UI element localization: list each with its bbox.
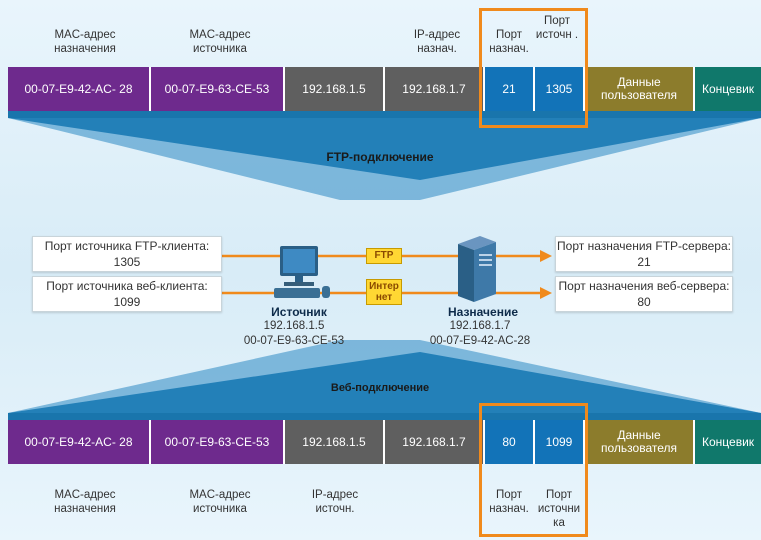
bottom-cell-mac-src: 00-07-E9-63-CE-53	[151, 420, 285, 464]
computer-icon	[274, 246, 330, 298]
web-tag: Интер нет	[366, 279, 402, 305]
top-cell-port-src: 1305	[535, 67, 585, 111]
top-cell-port-dst: 21	[485, 67, 535, 111]
top-cell-data: Данные пользователя	[585, 67, 695, 111]
bottom-cell-mac-dst: 00-07-E9-42-AC- 28	[8, 420, 151, 464]
top-frame: 00-07-E9-42-AC- 28 00-07-E9-63-CE-53 192…	[8, 67, 761, 111]
top-header-ip-dst: IP-адрес назнач.	[413, 29, 461, 55]
source-ip: 192.168.1.5	[263, 320, 325, 332]
bottom-frame-cells: 00-07-E9-42-AC- 28 00-07-E9-63-CE-53 192…	[8, 420, 761, 464]
top-header-port-dst: Порт назнач.	[489, 29, 529, 55]
web-connection-label: Веб-подключение	[330, 382, 430, 394]
top-cell-ip-dst: 192.168.1.7	[385, 67, 485, 111]
ftp-arrowhead	[540, 250, 552, 262]
callout-web-server-port: Порт назначения веб-сервера: 80	[555, 276, 733, 312]
bottom-cell-trailer: Концевик	[695, 420, 761, 464]
top-cell-mac-dst: 00-07-E9-42-AC- 28	[8, 67, 151, 111]
source-name: Источник	[271, 305, 327, 319]
top-cell-mac-src: 00-07-E9-63-CE-53	[151, 67, 285, 111]
top-header-port-src: Порт источн .	[535, 15, 579, 41]
top-cell-ip-src: 192.168.1.5	[285, 67, 385, 111]
top-header-mac-dst: MAC-адрес назначения	[54, 29, 116, 55]
top-port-highlight	[479, 8, 588, 128]
bottom-cell-port-src: 1099	[535, 420, 585, 464]
bottom-cell-ip-src: 192.168.1.5	[285, 420, 385, 464]
bottom-frame: 00-07-E9-42-AC- 28 00-07-E9-63-CE-53 192…	[8, 420, 761, 464]
bottom-footer-ip-src: IP-адрес источн.	[311, 489, 359, 515]
ftp-tag: FTP	[366, 248, 402, 264]
top-header-mac-src: MAC-адрес источника	[189, 29, 251, 55]
top-cell-trailer: Концевик	[695, 67, 761, 111]
destination-ip: 192.168.1.7	[449, 320, 511, 332]
callout-web-client-port: Порт источника веб-клиента: 1099	[32, 276, 222, 312]
bottom-footer-port-src: Порт источни ка	[537, 489, 581, 529]
callout-ftp-server-port: Порт назначения FTP-сервера: 21	[555, 236, 733, 272]
bottom-cell-ip-dst: 192.168.1.7	[385, 420, 485, 464]
bottom-cell-data: Данные пользователя	[585, 420, 695, 464]
callout-ftp-client-port: Порт источника FTP-клиента: 1305	[32, 236, 222, 272]
bottom-footer-mac-src: MAC-адрес источника	[189, 489, 251, 515]
server-icon	[458, 236, 496, 302]
ftp-connection-label: FTP-подключение	[326, 150, 434, 164]
bottom-footer-port-dst: Порт назнач.	[489, 489, 529, 515]
top-wedge-fade	[8, 118, 761, 200]
bottom-wedge-fade	[8, 340, 761, 413]
destination-mac: 00-07-E9-42-AC-28	[429, 335, 531, 347]
destination-name: Назначение	[447, 305, 518, 319]
web-arrowhead	[540, 287, 552, 299]
top-frame-cells: 00-07-E9-42-AC- 28 00-07-E9-63-CE-53 192…	[8, 67, 761, 111]
source-mac: 00-07-E9-63-CE-53	[243, 335, 345, 347]
bottom-footer-mac-dst: MAC-адрес назначения	[54, 489, 116, 515]
bottom-port-highlight	[479, 403, 588, 537]
bottom-cell-port-dst: 80	[485, 420, 535, 464]
